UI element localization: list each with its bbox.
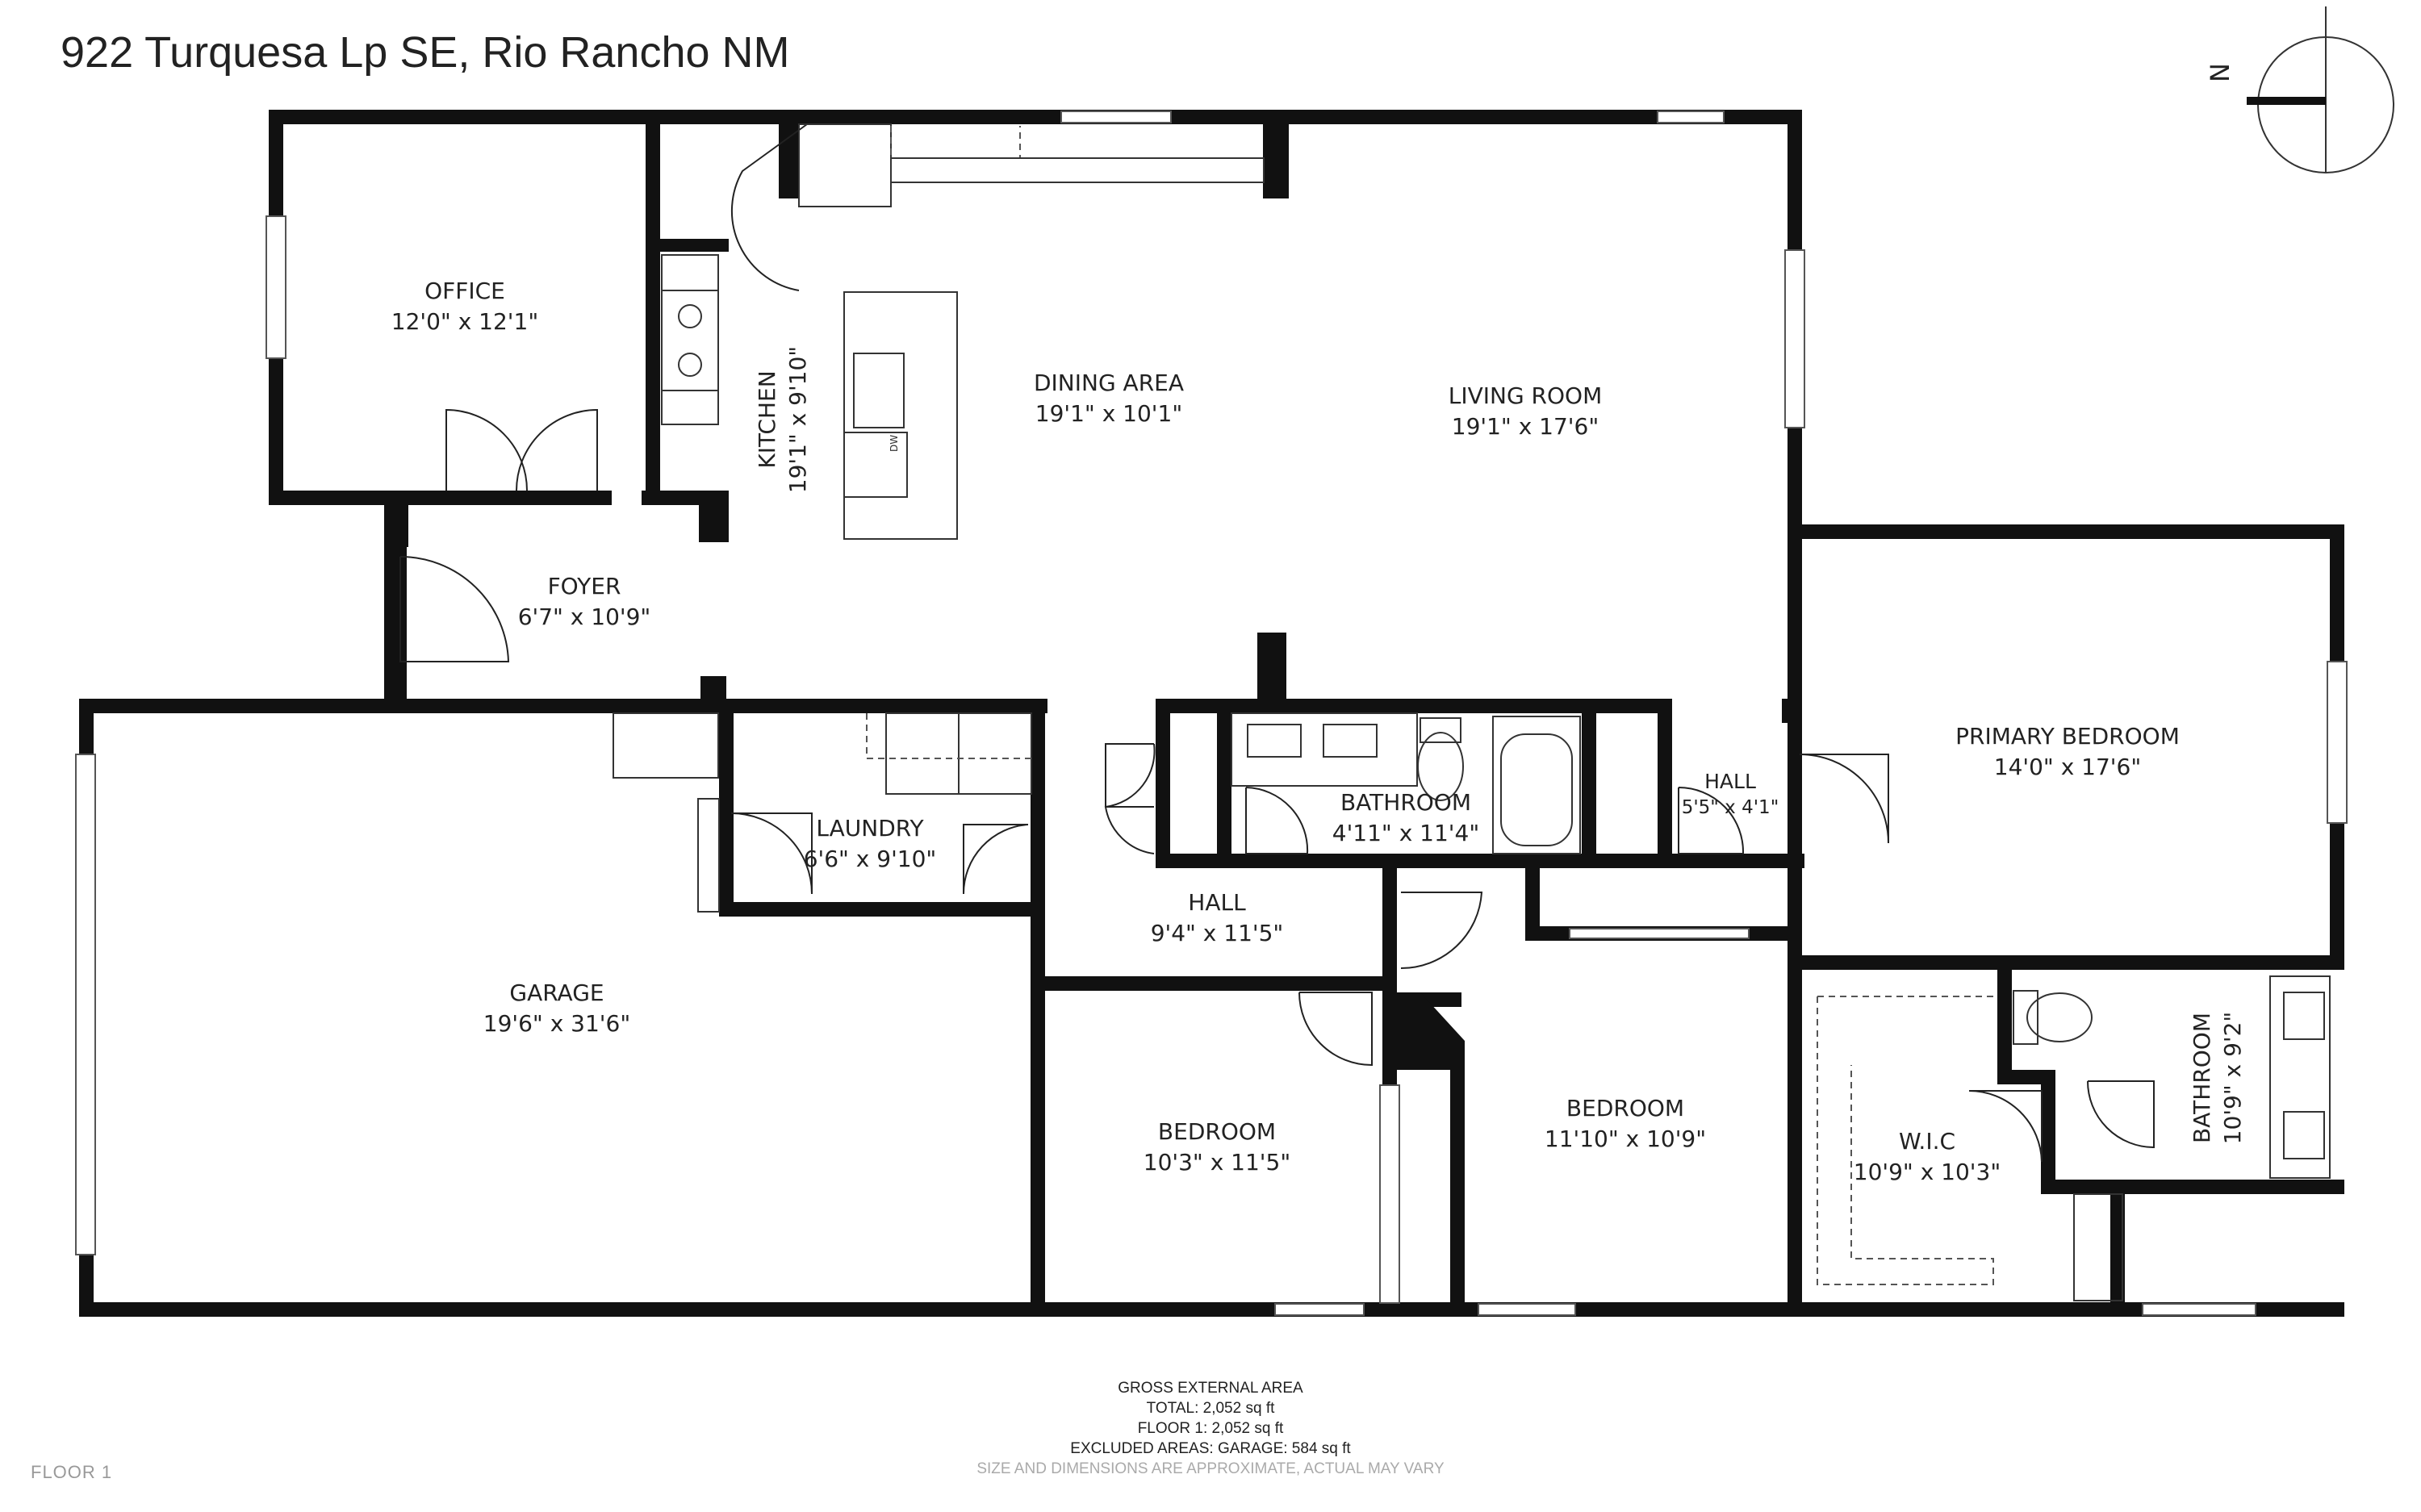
room-bedroom-1: BEDROOM 10'3" x 11'5" xyxy=(1144,1118,1290,1176)
walls xyxy=(79,110,2344,1317)
room-name-bath1: BATHROOM xyxy=(1340,789,1471,816)
room-hall: HALL 9'4" x 11'5" xyxy=(1151,889,1284,946)
room-name-laundry: LAUNDRY xyxy=(816,815,924,842)
windows xyxy=(75,111,2348,1316)
room-dims-dining: 19'1" x 10'1" xyxy=(1035,400,1182,427)
room-hall-small: HALL 5'5" x 4'1" xyxy=(1682,770,1779,818)
room-dims-kitchen: 19'1" x 9'10" xyxy=(784,346,811,493)
doors xyxy=(399,123,2155,1163)
room-laundry: LAUNDRY 6'6" x 9'10" xyxy=(804,815,937,872)
toilet-icon xyxy=(1420,717,1461,743)
room-dims-living: 19'1" x 17'6" xyxy=(1452,413,1599,440)
room-bathroom-1: BATHROOM 4'11" x 11'4" xyxy=(1332,789,1479,846)
room-dims-garage: 19'6" x 31'6" xyxy=(483,1010,630,1037)
room-dims-foyer: 6'7" x 10'9" xyxy=(518,604,651,630)
room-name-garage: GARAGE xyxy=(509,979,604,1006)
room-name-bath2: BATHROOM xyxy=(2189,1013,2215,1143)
fixtures: DW xyxy=(613,123,2331,1301)
room-bedroom-2: BEDROOM 11'10" x 10'9" xyxy=(1545,1095,1706,1152)
area-summary: GROSS EXTERNAL AREA TOTAL: 2,052 sq ft F… xyxy=(807,1378,1614,1479)
room-dims-primary: 14'0" x 17'6" xyxy=(1994,754,2141,780)
dishwasher-label: DW xyxy=(889,435,900,452)
room-primary-bedroom: PRIMARY BEDROOM 14'0" x 17'6" xyxy=(1955,723,2180,780)
toilet-icon-2 xyxy=(2013,990,2038,1045)
room-garage: GARAGE 19'6" x 31'6" xyxy=(483,979,630,1037)
room-dims-laundry: 6'6" x 9'10" xyxy=(804,846,937,872)
room-office: OFFICE 12'0" x 12'1" xyxy=(391,278,538,335)
area-excluded: EXCLUDED AREAS: GARAGE: 584 sq ft xyxy=(1070,1440,1351,1457)
room-dims-bath1: 4'11" x 11'4" xyxy=(1332,820,1479,846)
room-name-wic: W.I.C xyxy=(1899,1128,1955,1155)
room-name-hall-small: HALL xyxy=(1704,770,1756,793)
room-dims-bedroom2: 11'10" x 10'9" xyxy=(1545,1126,1706,1152)
room-kitchen: KITCHEN 19'1" x 9'10" xyxy=(754,346,811,493)
room-name-living: LIVING ROOM xyxy=(1449,382,1603,409)
room-name-dining: DINING AREA xyxy=(1034,370,1184,396)
room-name-bedroom2: BEDROOM xyxy=(1566,1095,1684,1121)
room-living: LIVING ROOM 19'1" x 17'6" xyxy=(1449,382,1603,440)
compass-north-label: N xyxy=(2205,63,2235,82)
property-address: 922 Turquesa Lp SE, Rio Rancho NM xyxy=(61,28,790,77)
room-foyer: FOYER 6'7" x 10'9" xyxy=(518,573,651,630)
room-dims-office: 12'0" x 12'1" xyxy=(391,308,538,335)
room-name-office: OFFICE xyxy=(424,278,505,304)
kitchen-island xyxy=(843,291,958,540)
room-dims-hall-small: 5'5" x 4'1" xyxy=(1682,797,1779,818)
room-name-kitchen: KITCHEN xyxy=(754,370,780,468)
room-dims-bath2: 10'9" x 9'2" xyxy=(2219,1012,2246,1145)
room-dims-hall: 9'4" x 11'5" xyxy=(1151,920,1284,946)
compass-icon: N xyxy=(2205,6,2394,173)
room-dims-bedroom1: 10'3" x 11'5" xyxy=(1144,1149,1290,1176)
room-bathroom-2: BATHROOM 10'9" x 9'2" xyxy=(2189,1012,2246,1145)
bathtub-icon xyxy=(1492,716,1581,854)
room-wic: W.I.C 10'9" x 10'3" xyxy=(1854,1128,2001,1185)
area-total: TOTAL: 2,052 sq ft xyxy=(1146,1400,1275,1417)
area-floor1: FLOOR 1: 2,052 sq ft xyxy=(1137,1420,1284,1437)
area-disclaimer: SIZE AND DIMENSIONS ARE APPROXIMATE, ACT… xyxy=(976,1460,1445,1477)
room-dining: DINING AREA 19'1" x 10'1" xyxy=(1034,370,1184,427)
floor-label: FLOOR 1 xyxy=(31,1462,113,1482)
room-dims-wic: 10'9" x 10'3" xyxy=(1854,1159,2001,1185)
area-heading: GROSS EXTERNAL AREA xyxy=(1118,1380,1303,1397)
room-name-hall: HALL xyxy=(1188,889,1246,916)
room-name-bedroom1: BEDROOM xyxy=(1158,1118,1276,1145)
room-name-foyer: FOYER xyxy=(548,573,621,599)
room-name-primary: PRIMARY BEDROOM xyxy=(1955,723,2180,750)
